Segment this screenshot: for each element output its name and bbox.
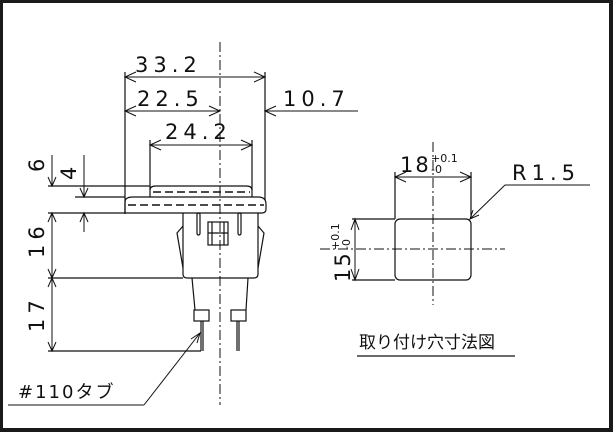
dim-cap-width: 24.2: [148, 120, 254, 190]
dim-left-of-center-text: 22.5: [137, 87, 204, 111]
switch-cap: [149, 185, 253, 197]
switch-body: [176, 212, 265, 279]
dim-cutout-width-tol-lower: -0: [431, 163, 442, 176]
dim-left-of-center: 22.5: [123, 87, 222, 117]
cutout-title: 取り付け穴寸法図: [357, 333, 515, 357]
dim-cap-height: 4: [57, 155, 89, 232]
dim-body-height-text: 16: [25, 221, 49, 258]
dim-cutout-width-tol-upper: +0.1: [431, 152, 458, 165]
cutout-outline: [394, 218, 472, 281]
dim-overall-width: 33.2: [123, 53, 267, 83]
dim-cutout-width-text: 18: [400, 153, 431, 177]
dim-cap-width-text: 24.2: [165, 120, 232, 144]
dim-cutout-height-text: 15: [331, 251, 355, 282]
dim-terminal-length: 17: [25, 276, 57, 353]
dim-flange-height-text: 6: [25, 154, 49, 172]
dim-cap-height-text: 4: [57, 162, 81, 180]
dim-terminal-length-text: 17: [25, 295, 49, 332]
dim-body-height: 16: [25, 213, 57, 280]
switch-flange: [124, 196, 267, 214]
dim-cutout-height-tol-upper: +0.1: [329, 223, 342, 250]
dim-cutout-width: 18 +0.1 -0: [393, 152, 473, 219]
terminal-tab-label: #110タブ: [18, 381, 115, 403]
switch-terminals: [191, 277, 249, 351]
dim-right-offset: 10.7: [263, 87, 358, 117]
cutout-title-text: 取り付け穴寸法図: [359, 333, 495, 353]
dim-cutout-height: 15 +0.1 -0: [329, 217, 395, 282]
dim-overall-width-text: 33.2: [135, 53, 202, 77]
corner-radius-label: R1.5: [512, 161, 580, 185]
corner-radius-callout: R1.5: [469, 161, 590, 220]
terminal-tab-callout: #110タブ: [8, 331, 201, 406]
dim-flange-height: 6: [25, 154, 57, 224]
dim-cutout-height-tol-lower: -0: [340, 239, 353, 250]
dim-right-offset-text: 10.7: [283, 87, 350, 111]
